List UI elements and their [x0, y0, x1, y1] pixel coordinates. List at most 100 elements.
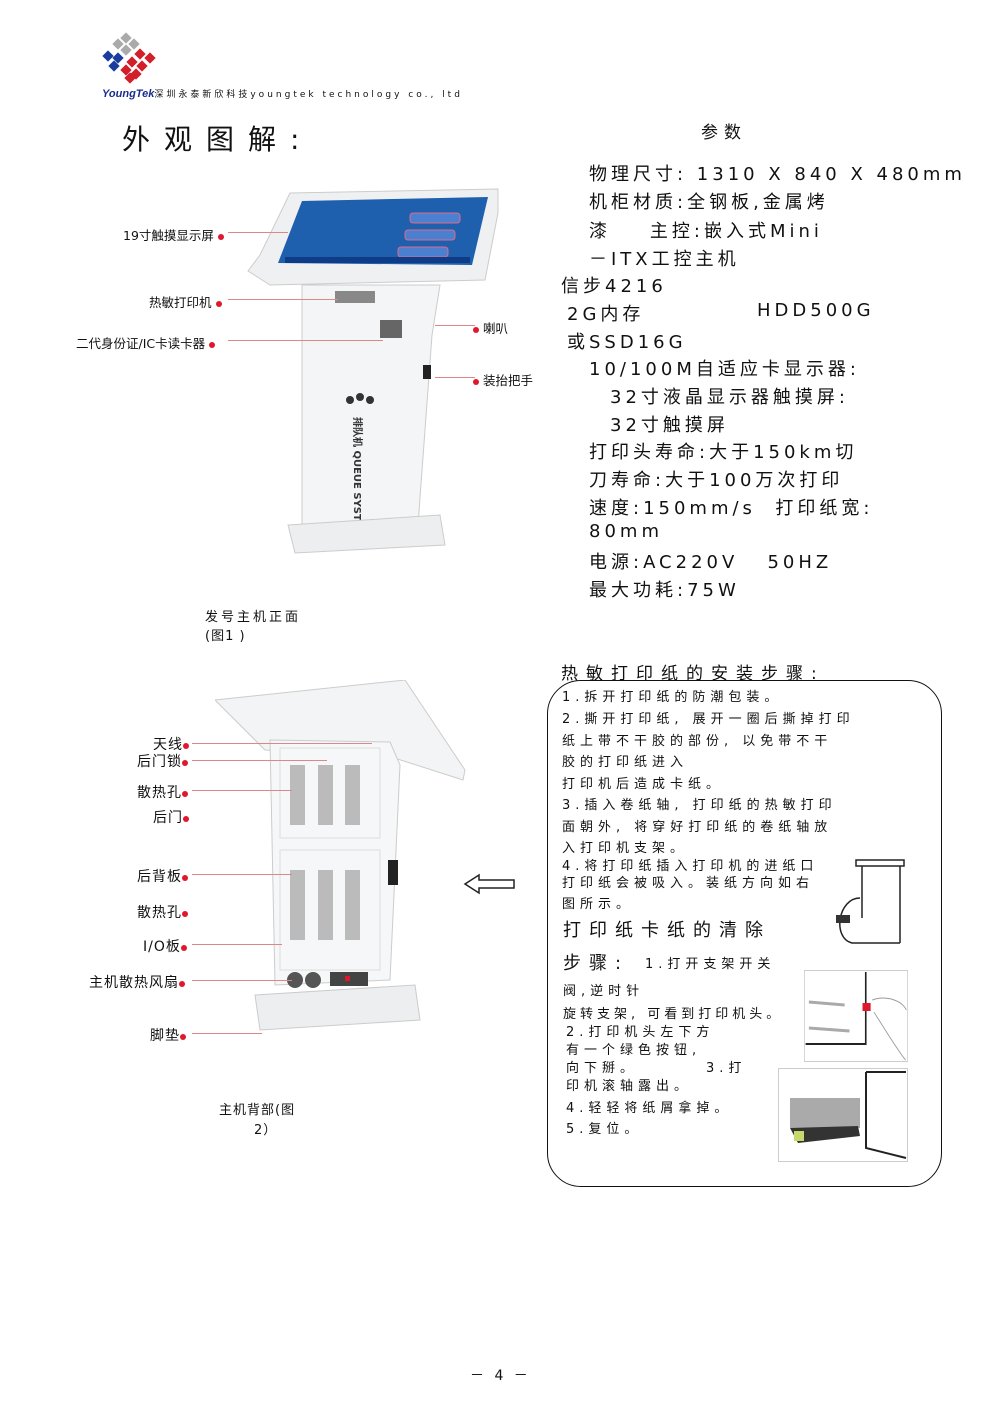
jam-steps-label: 步骤: — [563, 953, 630, 974]
back-caption: 主机背部(图 — [219, 1103, 296, 1118]
label-text: 散热孔 — [137, 905, 182, 921]
spec-line: 物理尺寸: 1310 X 840 X 480mm — [589, 164, 966, 185]
label-text: 后门锁 — [137, 754, 182, 770]
spec-line: 32寸触摸屏 — [610, 415, 729, 436]
label-handle: 装抬把手 — [473, 370, 533, 389]
label-text: 脚垫 — [150, 1028, 180, 1044]
label-text: 天线 — [153, 737, 183, 753]
install-line: 图所示。 — [562, 897, 635, 912]
logo-diamonds-icon — [102, 32, 156, 84]
printer-roller-illustration — [778, 1068, 908, 1162]
front-kiosk-illustration: 排队机 QUEUE SYSTEM — [247, 188, 499, 554]
install-line: 2.撕开打印纸, 展开一圈后撕掉打印 — [562, 712, 855, 727]
label-vent-2: 散热孔 — [137, 902, 188, 922]
spec-line: 信步4216 — [561, 276, 667, 297]
label-text: 喇叭 — [482, 321, 508, 336]
front-caption: 发号主机正面 — [205, 610, 302, 625]
spec-line: 最大功耗:75W — [589, 580, 740, 601]
queue-system-text: 排队机 QUEUE SYSTEM — [351, 417, 364, 538]
label-vent: 散热孔 — [137, 782, 188, 802]
jam-line: 阀,逆时针 — [563, 984, 645, 999]
label-text: 主机散热风扇 — [89, 975, 179, 991]
label-fan: 主机散热风扇 — [89, 972, 185, 992]
back-kiosk-illustration — [215, 680, 466, 1031]
printer-bracket-illustration — [804, 970, 908, 1062]
instructions-box — [547, 680, 942, 1187]
specs-heading: 参数 — [701, 123, 747, 143]
company-logo — [100, 32, 160, 88]
spec-line: 打印头寿命:大于150km切 — [589, 442, 858, 463]
label-antenna: 天线 — [153, 734, 189, 754]
label-dot-icon — [209, 342, 216, 348]
label-dot-icon — [182, 875, 188, 881]
label-back-door: 后门 — [153, 807, 189, 827]
label-dot-icon — [182, 760, 188, 766]
label-thermal-printer: 热敏打印机 — [149, 292, 222, 311]
jam-line: 印机滚轴露出。 — [566, 1079, 693, 1094]
label-text: 后门 — [153, 810, 183, 826]
label-text: 装抬把手 — [482, 373, 533, 388]
label-dot-icon — [217, 234, 224, 240]
label-dot-icon — [473, 379, 479, 385]
label-dot-icon — [180, 945, 187, 951]
spec-line: 机柜材质:全钢板,金属烤 — [589, 192, 829, 213]
label-back-panel: 后背板 — [137, 866, 188, 886]
logo-text: YoungTek — [102, 88, 155, 100]
spec-line: 80mm — [589, 521, 663, 542]
install-line: 纸上带不干胶的部份, 以免带不干 — [562, 734, 833, 749]
jam-line: 3.打 — [706, 1061, 747, 1076]
jam-line: 旋转支架, 可看到打印机头。 — [563, 1007, 784, 1022]
jam-line: 5.复位。 — [566, 1122, 643, 1137]
spec-line: 刀寿命:大于100万次打印 — [589, 470, 844, 491]
paper-roll-illustration — [836, 859, 905, 944]
spec-line: 32寸液晶显示器触摸屏: — [610, 387, 849, 408]
jam-heading: 打印纸卡纸的清除 — [563, 920, 771, 941]
jam-line: 1.打开支架开关 — [645, 957, 776, 972]
page-title: 外观图解: — [122, 123, 314, 156]
install-heading: 热敏打印纸的安装步骤: — [561, 664, 825, 684]
label-dot-icon — [182, 791, 188, 797]
spec-line: 漆 主控:嵌入式Mini — [589, 221, 823, 242]
spec-line: 速度:150mm/s 打印纸宽: — [589, 498, 874, 519]
label-back-lock: 后门锁 — [137, 751, 188, 771]
install-line: 3.插入卷纸轴, 打印纸的热敏打印 — [562, 798, 837, 813]
arrow-left-icon — [463, 873, 515, 895]
front-caption-num: (图1 ) — [205, 629, 246, 644]
spec-line: －ITX工控主机 — [589, 249, 740, 270]
label-text: I/O板 — [143, 939, 181, 955]
install-line: 4.将打印纸插入打印机的进纸口 — [562, 859, 819, 874]
label-card-reader: 二代身份证/IC卡读卡器 — [76, 333, 216, 352]
install-line: 打印机后造成卡纸。 — [562, 777, 725, 792]
label-text: 19寸触摸显示屏 — [123, 228, 214, 243]
jam-line: 4.轻轻将纸屑拿掉。 — [566, 1101, 733, 1116]
label-dot-icon — [180, 1034, 186, 1040]
header-line: YoungTek深圳永泰新欣科技youngtek technology co.,… — [102, 82, 463, 101]
label-dot-icon — [215, 301, 222, 307]
label-dot-icon — [179, 981, 185, 987]
label-dot-icon — [183, 743, 189, 749]
spec-line: 2G内存 — [567, 304, 645, 325]
label-text: 后背板 — [137, 869, 182, 885]
label-speaker: 喇叭 — [473, 318, 508, 337]
spec-line: 10/100M自适应卡显示器: — [589, 359, 860, 380]
install-line: 入打印机支架。 — [562, 841, 689, 856]
spec-line: 或SSD16G — [567, 332, 687, 353]
label-dot-icon — [473, 327, 479, 333]
spec-line: 电源:AC220V 50HZ — [589, 552, 833, 573]
label-text: 散热孔 — [137, 785, 182, 801]
install-line: 胶的打印纸进入 — [562, 755, 689, 770]
label-io-board: I/O板 — [143, 936, 187, 956]
label-feet: 脚垫 — [150, 1025, 186, 1045]
install-line: 1.拆开打印纸的防潮包装。 — [562, 690, 783, 705]
jam-line: 向下掰。 — [566, 1061, 639, 1076]
install-line: 打印纸会被吸入。装纸方向如右 — [562, 876, 815, 891]
label-text: 热敏打印机 — [149, 295, 212, 310]
back-caption-num: 2） — [254, 1123, 278, 1138]
jam-line: 有一个绿色按钮, — [566, 1043, 702, 1058]
spec-line: HDD500G — [757, 300, 875, 321]
label-dot-icon — [182, 911, 188, 917]
page-number: － 4 － — [470, 1368, 531, 1384]
label-touchscreen: 19寸触摸显示屏 — [123, 225, 224, 244]
label-text: 二代身份证/IC卡读卡器 — [76, 336, 206, 351]
jam-line: 2.打印机头左下方 — [566, 1025, 715, 1040]
